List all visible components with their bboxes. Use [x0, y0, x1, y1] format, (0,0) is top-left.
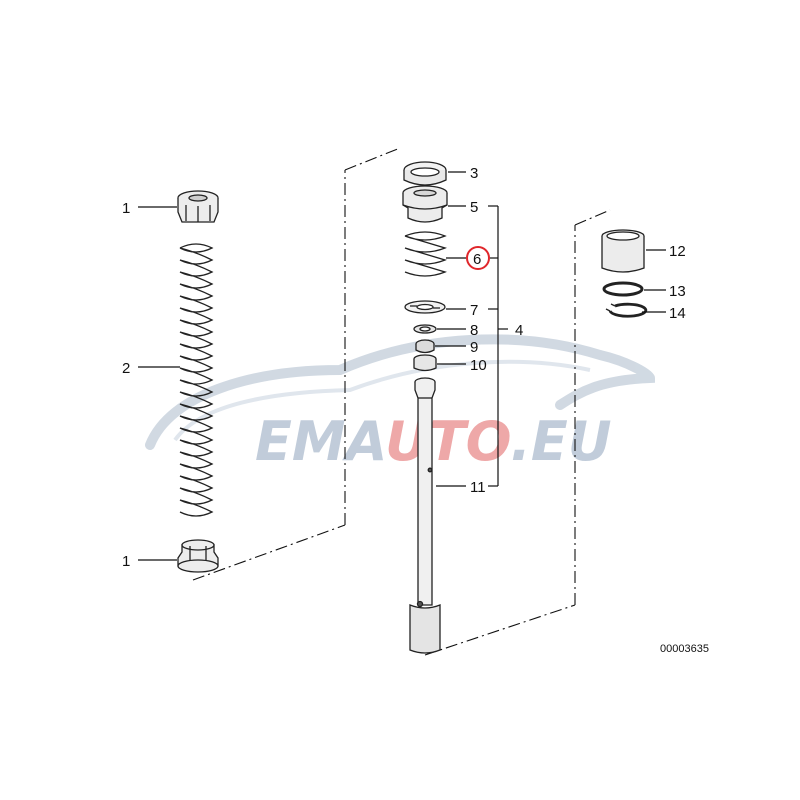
- assembly-box-bushing: [424, 209, 611, 656]
- hydraulic-tube: [409, 377, 441, 654]
- callout-4[interactable]: 4: [515, 322, 523, 339]
- callout-6[interactable]: 6: [473, 251, 481, 268]
- callout-13[interactable]: 13: [669, 283, 686, 300]
- circlip: [605, 302, 648, 318]
- callout-11[interactable]: 11: [470, 479, 486, 496]
- callout-8[interactable]: 8: [470, 322, 478, 339]
- guide-cap-bottom: [177, 539, 219, 573]
- piston-bushing: [413, 354, 437, 372]
- leader-lines: [138, 171, 666, 561]
- callout-5[interactable]: 5: [470, 199, 478, 216]
- sealing-ring: [602, 281, 644, 297]
- watermark-car-swoosh-inner: [173, 359, 591, 442]
- short-spring: [404, 231, 447, 277]
- long-spring: [179, 243, 214, 517]
- callout-3[interactable]: 3: [470, 165, 478, 182]
- callout-12[interactable]: 12: [669, 243, 686, 260]
- watermark: EMAUTO.EU: [145, 334, 656, 473]
- watermark-text-uto: UTO: [385, 410, 510, 473]
- watermark-car-swoosh: [145, 334, 656, 450]
- valve-body: [402, 185, 448, 223]
- small-washer: [413, 324, 437, 334]
- callout-1-bottom[interactable]: 1: [122, 553, 130, 570]
- watermark-text-eu: .EU: [510, 410, 611, 473]
- diagram-id: 00003635: [660, 643, 709, 655]
- clamp-ring: [403, 161, 447, 186]
- svg-text:EMAUTO.EU: EMAUTO.EU: [255, 410, 612, 473]
- guide-cap-top: [177, 190, 219, 223]
- callout-10[interactable]: 10: [470, 357, 487, 374]
- callout-9[interactable]: 9: [470, 339, 478, 356]
- watermark-text-ema: EMA: [255, 410, 385, 473]
- sleeve: [601, 229, 645, 273]
- callout-14[interactable]: 14: [669, 305, 686, 322]
- callout-1-top[interactable]: 1: [122, 200, 130, 217]
- thrust-washer: [404, 300, 446, 314]
- callout-2[interactable]: 2: [122, 360, 130, 377]
- o-ring: [415, 339, 435, 354]
- assembly-box-spring: [192, 147, 401, 581]
- callout-7[interactable]: 7: [470, 302, 478, 319]
- highlight-circle: [466, 246, 490, 270]
